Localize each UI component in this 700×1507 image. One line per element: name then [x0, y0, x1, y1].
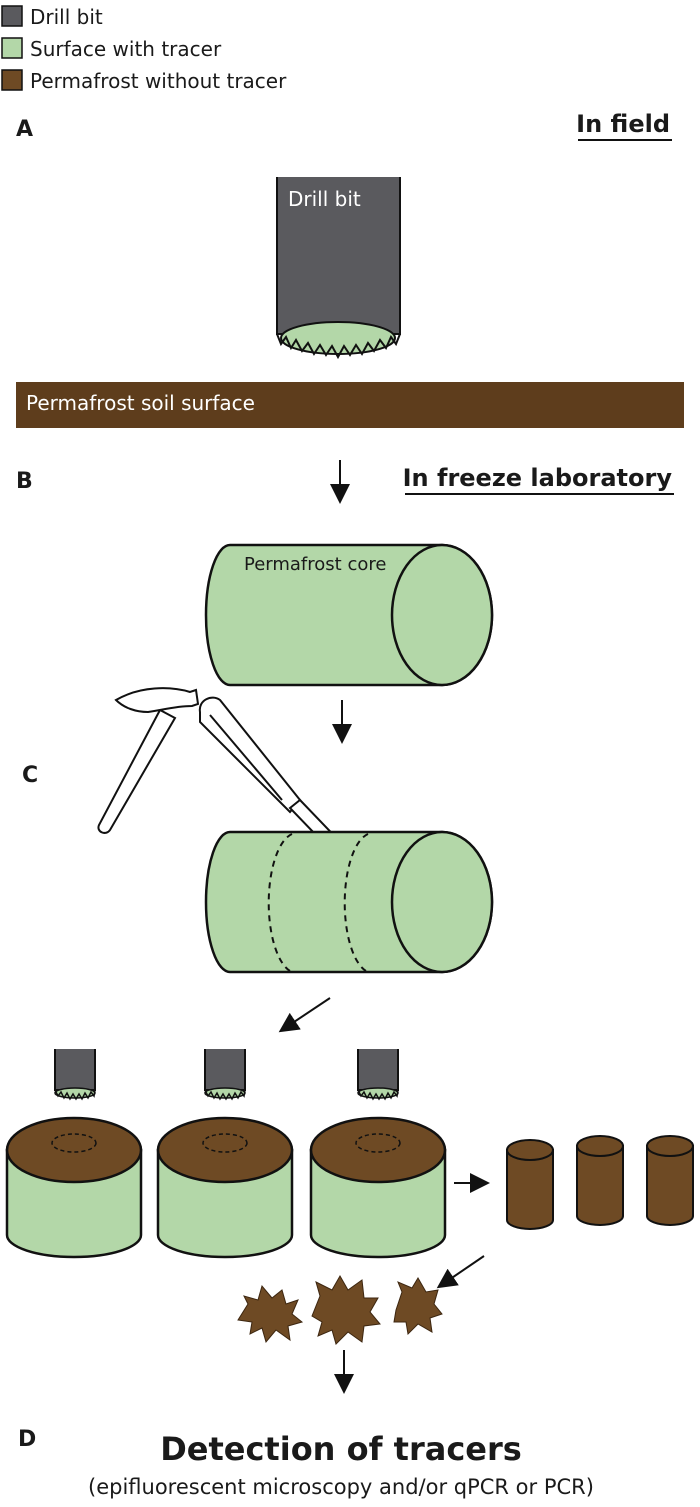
subcore-3 — [309, 1049, 447, 1259]
soil-surface-label: Permafrost soil surface — [26, 391, 255, 415]
cut-line-left — [267, 833, 293, 973]
legend: Drill bit Surface with tracer Permafrost… — [1, 5, 287, 93]
panel-b: B In freeze laboratory Permafrost core — [16, 460, 674, 744]
panel-letter-d: D — [18, 1427, 36, 1452]
drill-bit-large: Drill bit — [276, 177, 401, 360]
legend-swatch-surface-with-tracer — [1, 37, 23, 59]
legend-item-permafrost-without-tracer: Permafrost without tracer — [1, 69, 287, 93]
crushed-sample-2 — [311, 1274, 381, 1345]
drill-bit-tip-tracer — [280, 321, 396, 355]
panel-c: C — [5, 687, 694, 1345]
legend-swatch-permafrost-without-tracer — [1, 69, 23, 91]
subcore-1 — [5, 1049, 143, 1259]
drill-bit-label: Drill bit — [288, 187, 361, 211]
inner-core-3 — [646, 1135, 694, 1226]
arrow-diagonal-icon — [436, 1255, 485, 1289]
panel-a: A In field Drill bit Permafrost soil sur… — [16, 110, 684, 428]
panel-letter-a: A — [16, 117, 33, 142]
cut-line-right — [343, 833, 369, 973]
inner-core-1 — [506, 1139, 554, 1230]
panel-letter-c: C — [22, 763, 38, 788]
crushed-sample-1 — [237, 1284, 304, 1344]
hammer-icon — [97, 687, 200, 834]
panel-letter-b: B — [16, 469, 33, 494]
arrow-diagonal-icon — [278, 997, 331, 1033]
legend-item-surface-with-tracer: Surface with tracer — [1, 37, 222, 61]
crushed-sample-3 — [393, 1277, 443, 1336]
panel-b-heading: In freeze laboratory — [403, 464, 673, 492]
core-label: Permafrost core — [244, 554, 386, 575]
detection-subtitle: (epifluorescent microscopy and/or qPCR o… — [88, 1475, 594, 1499]
subcore-2 — [156, 1049, 294, 1259]
legend-label-surface-with-tracer: Surface with tracer — [30, 37, 222, 61]
panel-d: D Detection of tracers (epifluorescent m… — [18, 1350, 594, 1499]
permafrost-core: Permafrost core — [204, 543, 494, 687]
panel-a-heading: In field — [576, 110, 670, 138]
detection-title: Detection of tracers — [160, 1430, 522, 1468]
inner-core-2 — [576, 1135, 624, 1226]
core-with-cut-lines — [204, 830, 494, 974]
legend-label-drill-bit: Drill bit — [30, 5, 103, 29]
legend-item-drill-bit: Drill bit — [1, 5, 103, 29]
legend-swatch-drill-bit — [1, 5, 23, 27]
permafrost-soil-surface — [16, 382, 684, 428]
drill-bit-teeth — [276, 333, 401, 360]
legend-label-permafrost-without-tracer: Permafrost without tracer — [30, 69, 287, 93]
